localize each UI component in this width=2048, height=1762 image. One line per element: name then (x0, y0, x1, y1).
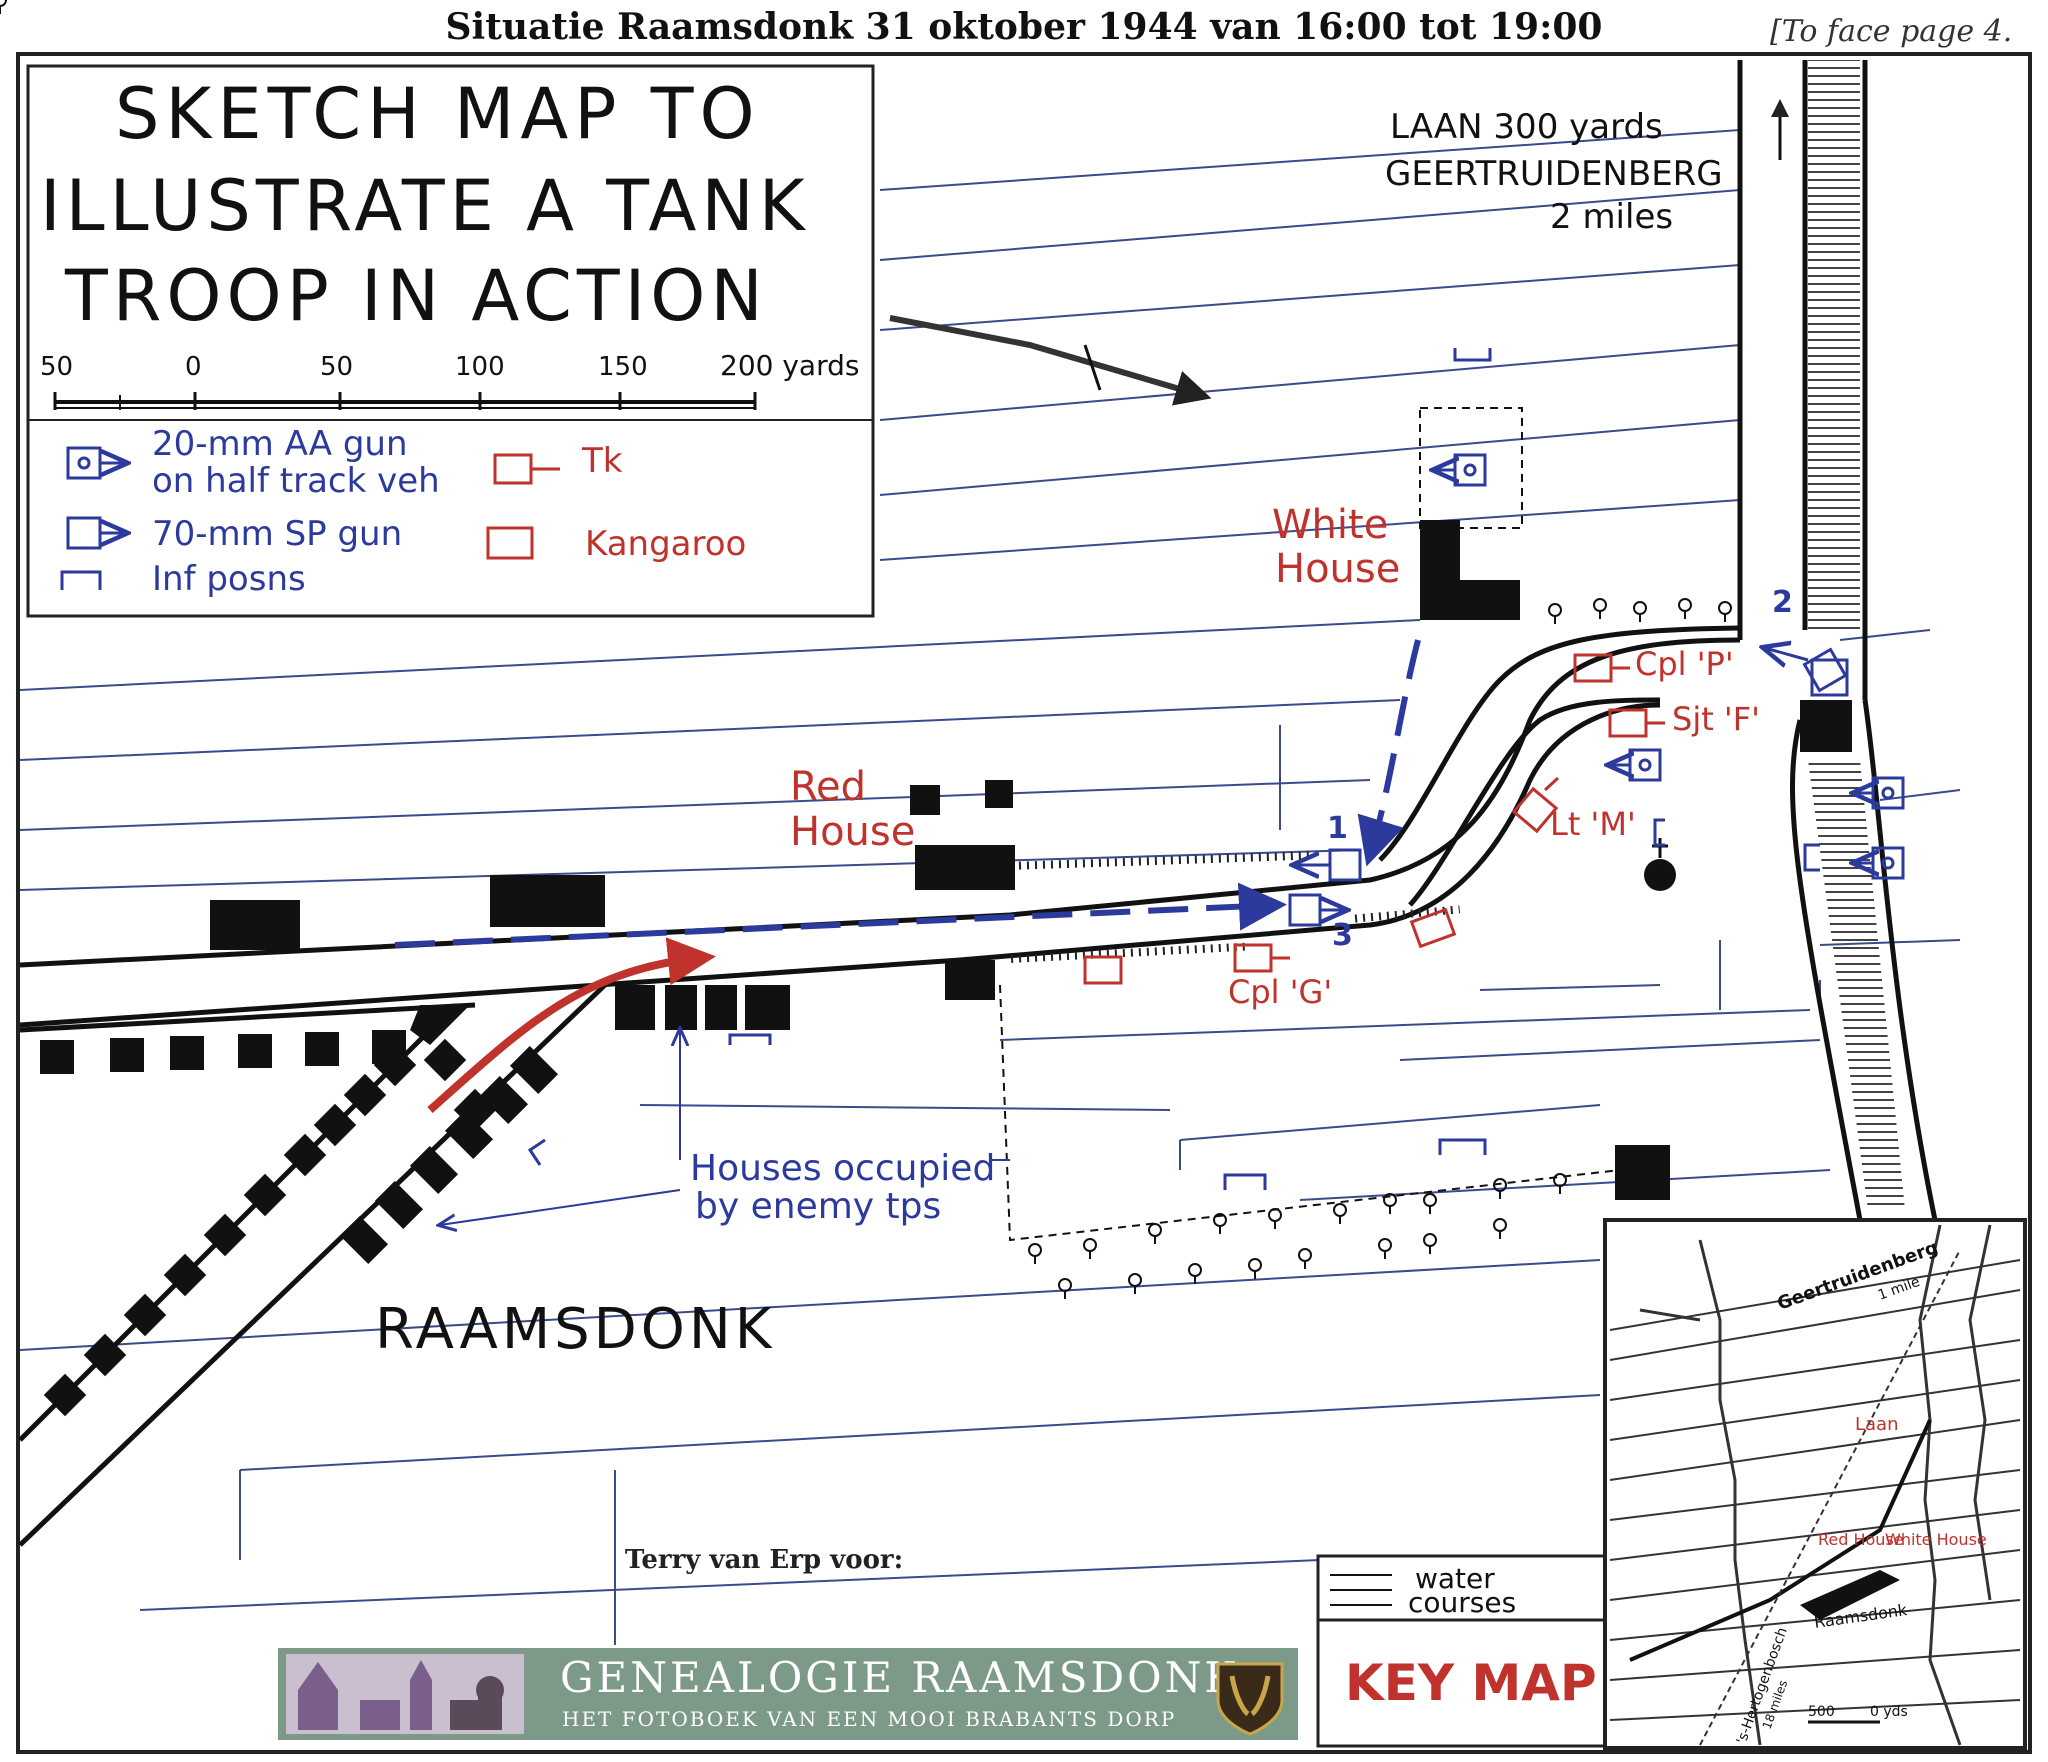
scale-bar: 50 0 50 100 150 200 yards (40, 349, 859, 410)
legend-sp-gun-label: 70-mm SP gun (152, 514, 402, 554)
scale-tick-label: 0 (185, 352, 202, 382)
legend-kangaroo-icon (486, 526, 534, 560)
field-lines (19, 129, 1961, 1645)
houses-diagonal (40, 1005, 559, 1417)
legend-aa-gun-label: 20-mm AA gun (152, 424, 408, 464)
tank-label-lt-m: Lt 'M' (1550, 805, 1636, 843)
scale-tick-label: 50 (320, 352, 353, 382)
legend-aa-gun-label-2: on half track veh (152, 461, 440, 501)
scale-tick-label: 150 (598, 352, 648, 382)
key-map-red-house: Red House (1818, 1530, 1904, 1549)
legend-aa-gun-icon (66, 446, 125, 480)
blue-units (1288, 453, 1905, 927)
genealogy-banner: GENEALOGIE RAAMSDONK HET FOTOBOEK VAN EE… (278, 1648, 1298, 1740)
key-legend-box (1316, 1554, 1610, 1748)
red-tanks (1083, 653, 1665, 985)
key-map (1603, 1218, 2027, 1750)
south-road-hatch (1808, 760, 1905, 1210)
white-house-label-2: House (1275, 546, 1400, 592)
legend-sp-gun-icon (66, 516, 125, 550)
key-map-white-house: White House (1885, 1530, 1987, 1549)
road-hatch (1349, 905, 1461, 923)
tank-label-cpl-g: Cpl 'G' (1228, 973, 1332, 1011)
road-hatch (1009, 942, 1250, 963)
page-title: Situatie Raamsdonk 31 oktober 1944 van 1… (445, 6, 1603, 48)
legend-inf-posns-icon (60, 570, 102, 590)
banner-subtitle: HET FOTOBOEK VAN EEN MOOI BRABANTS DORP (562, 1707, 1176, 1731)
key-map-title: KEY MAP (1345, 1654, 1597, 1712)
geertruidenberg-label: GEERTRUIDENBERG (1385, 154, 1723, 194)
pointer-lines (440, 1030, 1010, 1225)
enemy-houses-label: Houses occupied (690, 1148, 995, 1189)
curve-road (1378, 625, 1741, 907)
water-courses-icon (1330, 1574, 1392, 1606)
distance-label: 2 miles (1550, 197, 1673, 237)
scale-tick-label: 100 (455, 352, 505, 382)
key-map-laan: Laan (1855, 1414, 1899, 1435)
water-courses-label-2: courses (1408, 1586, 1516, 1619)
laan-label: LAAN 300 yards (1390, 107, 1663, 147)
position-number-3: 3 (1332, 918, 1353, 953)
church-illustration (298, 1660, 504, 1730)
scale-tick-label: 200 yards (720, 349, 859, 382)
credit-text: Terry van Erp voor: (625, 1545, 903, 1575)
road-hatch (1009, 851, 1310, 870)
red-house-label: Red (790, 764, 866, 810)
blue-movement (394, 639, 1421, 948)
diagonal-road (18, 983, 607, 1547)
white-house-label: White (1272, 502, 1388, 548)
key-map-raamsdonk-area (1800, 1570, 1900, 1620)
red-house-label-2: House (790, 809, 915, 855)
approach-arrow (889, 315, 1212, 406)
water-courses-label: water (1415, 1562, 1495, 1595)
legend-inf-posns-label: Inf posns (152, 559, 306, 599)
position-number-1: 1 (1327, 811, 1348, 846)
houses-main-road (210, 520, 1852, 1200)
infantry-positions (527, 348, 1820, 1190)
map-title-line1: SKETCH MAP TO (115, 73, 761, 155)
map-title-line3: TROOP IN ACTION (64, 255, 768, 337)
scale-tick-label: 50 (40, 352, 73, 382)
legend-tank-icon (493, 453, 560, 485)
coat-of-arms-icon (1216, 1662, 1284, 1736)
key-map-scale-start: 500 (1808, 1704, 1835, 1720)
legend-tank-label: Tk (581, 441, 623, 481)
north-road (1737, 60, 1938, 1221)
dashed-boundaries (999, 407, 1621, 1242)
position-number-2: 2 (1772, 585, 1793, 620)
legend-kangaroo-label: Kangaroo (585, 524, 746, 564)
map-title-line2: ILLUSTRATE A TANK (40, 165, 810, 247)
raamsdonk-label: RAAMSDONK (375, 1297, 776, 1362)
legend-panel (26, 64, 875, 618)
page-reference-note: [To face page 4. (1770, 14, 2013, 49)
tank-label-sjt-f: Sjt 'F' (1672, 700, 1760, 738)
banner-title: GENEALOGIE RAAMSDONK (560, 1653, 1239, 1702)
key-map-lines (1609, 1224, 2021, 1746)
north-road-hatch (1808, 60, 1860, 630)
red-advance-arrow (427, 937, 716, 1113)
key-map-scale-end: 0 yds (1870, 1704, 1908, 1720)
enemy-houses-label-2: by enemy tps (695, 1186, 941, 1227)
tank-label-cpl-p: Cpl 'P' (1635, 645, 1734, 683)
